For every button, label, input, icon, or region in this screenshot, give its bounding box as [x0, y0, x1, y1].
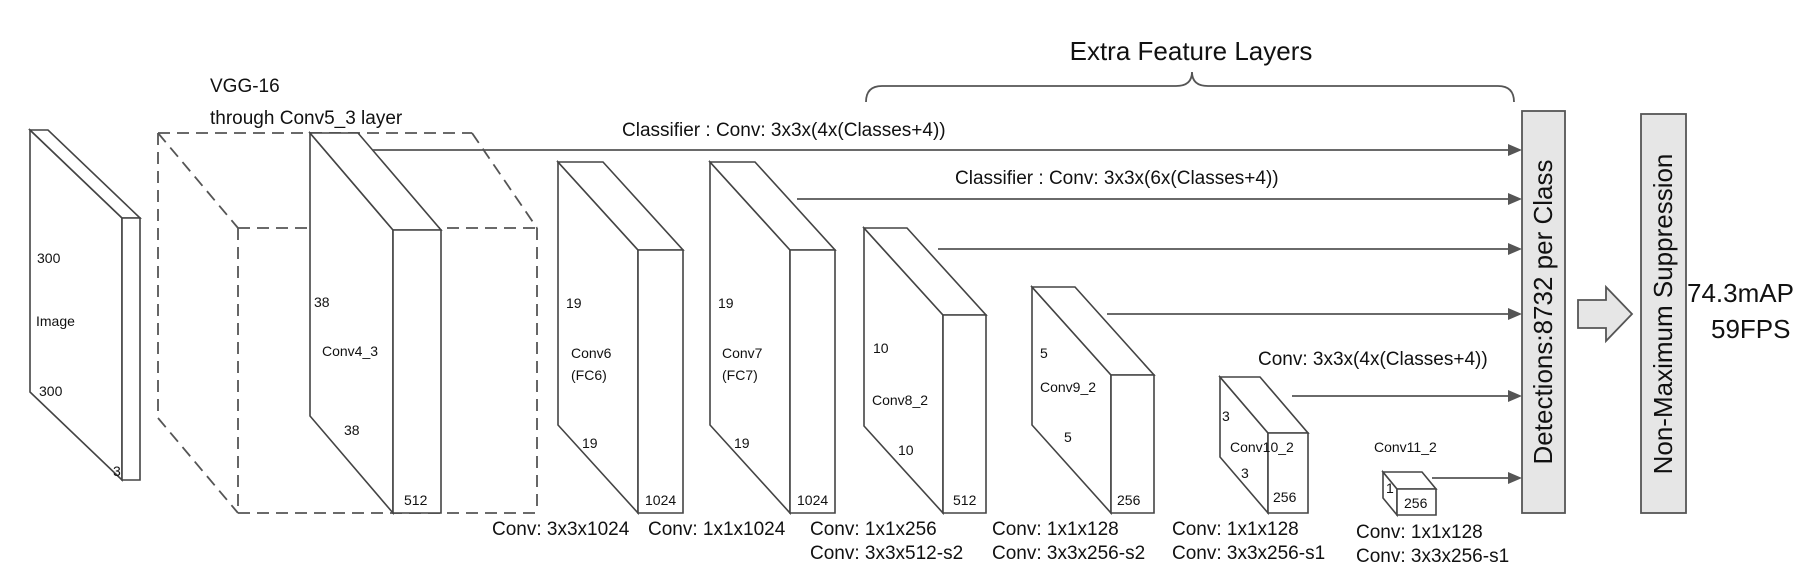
caption-conv7: Conv: 1x1x1024	[648, 519, 786, 540]
feature-arrows	[373, 144, 1522, 484]
conv10-2-height-label: 3	[1222, 408, 1230, 424]
conv6-sublabel: (FC6)	[571, 367, 607, 383]
caption-conv11-line2: Conv: 3x3x256-s1	[1356, 546, 1509, 567]
conv10-2-block: 3 Conv10_2 3 256	[1218, 374, 1310, 516]
conv6-channel-label: 1024	[645, 492, 676, 508]
conv8-2-width-label: 10	[898, 442, 914, 458]
conv4-3-width-label: 38	[344, 422, 360, 438]
caption-conv9-line1: Conv: 1x1x128	[992, 519, 1119, 540]
conv8-2-channel-label: 512	[953, 492, 977, 508]
layer-captions: Conv: 3x3x1024 Conv: 1x1x1024 Conv: 1x1x…	[492, 519, 1509, 567]
image-label: Image	[36, 313, 75, 329]
caption-conv8-line1: Conv: 1x1x256	[810, 519, 937, 540]
conv6-height-label: 19	[566, 295, 582, 311]
nms-panel: Non-Maximum Suppression	[1640, 113, 1687, 514]
conv10-2-width-label: 3	[1241, 465, 1249, 481]
conv9-2-label: Conv9_2	[1040, 379, 1096, 395]
conv10-2-channel-label: 256	[1273, 489, 1297, 505]
conv9-2-width-label: 5	[1064, 429, 1072, 445]
image-channel-label: 3	[113, 463, 121, 479]
arrowhead-conv8-2	[1508, 243, 1522, 255]
conv7-sublabel: (FC7)	[722, 367, 758, 383]
conv9-2-block: 5 Conv9_2 5 256	[1030, 284, 1156, 516]
caption-conv6: Conv: 3x3x1024	[492, 519, 630, 540]
detections-label: Detections:8732 per Class	[1528, 160, 1558, 465]
conv4-3-label: Conv4_3	[322, 343, 378, 359]
conv7-width-label: 19	[734, 435, 750, 451]
conv10-2-label: Conv10_2	[1230, 439, 1294, 455]
conv9-2-height-label: 5	[1040, 345, 1048, 361]
classifier-label-3: Conv: 3x3x(4x(Classes+4))	[1258, 349, 1488, 370]
classifier-label-1: Classifier : Conv: 3x3x(4x(Classes+4))	[622, 120, 946, 141]
extra-feature-layers-brace: Extra Feature Layers	[865, 36, 1515, 103]
caption-conv9-line2: Conv: 3x3x256-s2	[992, 543, 1145, 564]
conv11-2-height-label: 1	[1386, 480, 1394, 496]
extra-feature-layers-title: Extra Feature Layers	[1070, 36, 1313, 66]
block-arrow	[1577, 284, 1634, 344]
vgg16-subtitle: through Conv5_3 layer	[210, 108, 403, 129]
conv9-2-channel-label: 256	[1117, 492, 1141, 508]
vgg16-title: VGG-16	[210, 76, 280, 97]
conv11-2-channel-label: 256	[1404, 495, 1428, 511]
caption-conv11-line1: Conv: 1x1x128	[1356, 522, 1483, 543]
conv11-2-block: Conv11_2 1 256	[1374, 439, 1438, 518]
conv7-block: 19 Conv7 (FC7) 19 1024	[708, 159, 837, 516]
caption-conv10-line1: Conv: 1x1x128	[1172, 519, 1299, 540]
arrowhead-conv10-2	[1508, 390, 1522, 402]
conv4-3-height-label: 38	[314, 294, 330, 310]
image-block: 300 Image 300 3	[28, 128, 142, 482]
conv6-width-label: 19	[582, 435, 598, 451]
arrowhead-conv11-2	[1508, 472, 1522, 484]
caption-conv8-line2: Conv: 3x3x512-s2	[810, 543, 963, 564]
conv11-2-label: Conv11_2	[1374, 439, 1437, 455]
fps-result: 59FPS	[1711, 314, 1791, 344]
conv6-label: Conv6	[571, 345, 612, 361]
arrowhead-conv4-3	[1508, 144, 1522, 156]
detections-panel: Detections:8732 per Class	[1521, 110, 1566, 514]
conv7-label: Conv7	[722, 345, 763, 361]
conv8-2-block: 10 Conv8_2 10 512	[862, 225, 988, 516]
image-width-label: 300	[39, 383, 63, 399]
conv7-channel-label: 1024	[797, 492, 828, 508]
conv4-3-block: 38 Conv4_3 38 512	[308, 130, 443, 516]
map-result: 74.3mAP	[1687, 278, 1794, 308]
classifier-label-2: Classifier : Conv: 3x3x(6x(Classes+4))	[955, 168, 1279, 189]
arrowhead-conv7	[1508, 193, 1522, 205]
conv6-block: 19 Conv6 (FC6) 19 1024	[556, 159, 685, 516]
nms-label: Non-Maximum Suppression	[1648, 154, 1678, 475]
conv8-2-label: Conv8_2	[872, 392, 928, 408]
conv7-height-label: 19	[718, 295, 734, 311]
conv4-3-channel-label: 512	[404, 492, 428, 508]
image-height-label: 300	[37, 250, 61, 266]
caption-conv10-line2: Conv: 3x3x256-s1	[1172, 543, 1325, 564]
conv8-2-height-label: 10	[873, 340, 889, 356]
arrowhead-conv9-2	[1508, 308, 1522, 320]
